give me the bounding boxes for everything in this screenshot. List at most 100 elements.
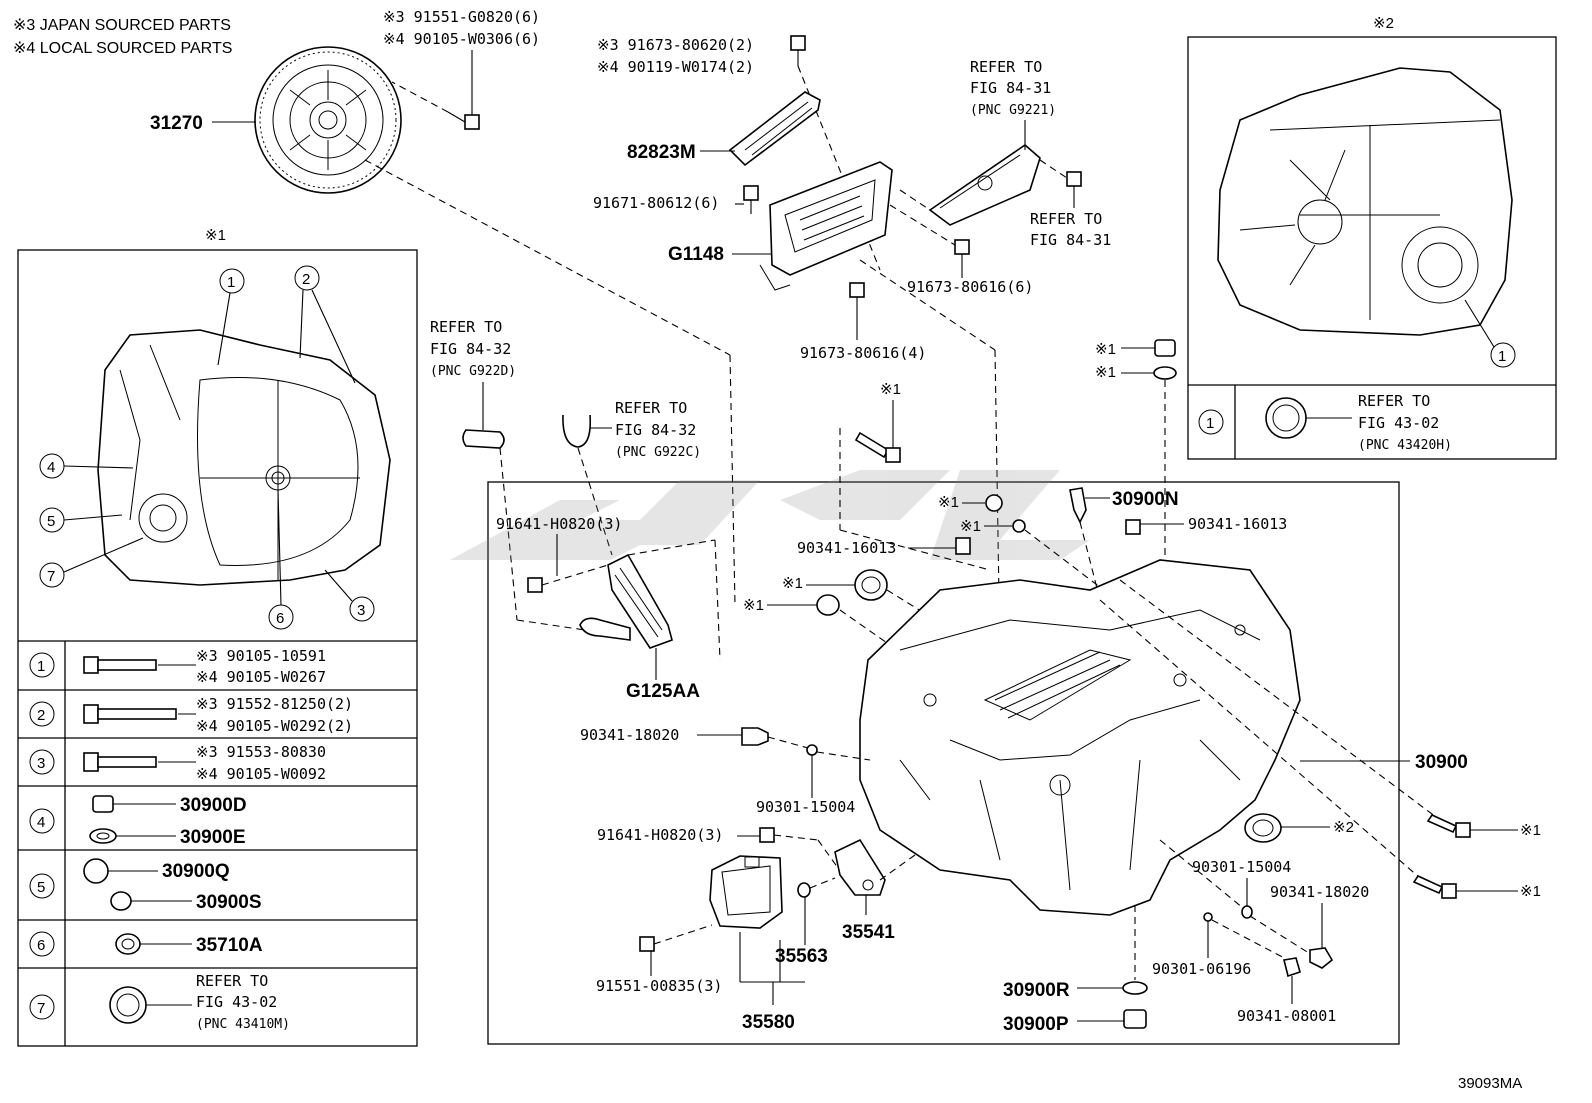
legend-row-3-part-a: ※3 91553-80830 bbox=[196, 743, 326, 761]
callout-2-label: 2 bbox=[302, 271, 310, 288]
transmission-case-rear-view[interactable] bbox=[1217, 67, 1513, 336]
gasket-35563[interactable] bbox=[797, 882, 811, 898]
plug-30900p[interactable] bbox=[1123, 1009, 1147, 1029]
legend-row-7-ref-line1: REFER TO bbox=[196, 972, 268, 990]
label-30900: 30900 bbox=[1415, 752, 1468, 773]
bolt-91641-h0820-a[interactable] bbox=[527, 577, 543, 593]
oil-cooler-g125aa[interactable] bbox=[579, 553, 673, 649]
callout-7[interactable] bbox=[39, 562, 65, 588]
hose-g922d[interactable] bbox=[462, 429, 505, 449]
ecu-g1148[interactable] bbox=[759, 161, 893, 291]
marker-bolt-right-a: ※1 bbox=[1520, 822, 1541, 839]
label-91641-h0820-b: 91641-H0820(3) bbox=[597, 826, 723, 844]
bolt-91551-00835[interactable] bbox=[639, 936, 655, 952]
plug-m1-b[interactable] bbox=[1154, 339, 1176, 357]
plug-90341-18020-b[interactable] bbox=[1309, 947, 1334, 969]
bolt-91671-80612[interactable] bbox=[743, 185, 759, 214]
callout-1-label: 1 bbox=[227, 274, 235, 291]
cover-35580[interactable] bbox=[709, 855, 783, 929]
callout-3-label: 3 bbox=[357, 602, 365, 619]
legend-row-7-num bbox=[29, 994, 55, 1020]
callout-inset-1[interactable] bbox=[1490, 342, 1516, 368]
bolt-91641-h0820-b[interactable] bbox=[759, 827, 775, 843]
label-90341-18020-a: 90341-18020 bbox=[580, 726, 679, 744]
plug-30900q[interactable] bbox=[83, 858, 109, 884]
marker-seal-m2: ※2 bbox=[1333, 819, 1354, 836]
label-90301-06196: 90301-06196 bbox=[1152, 960, 1251, 978]
o-ring-90301-15004-a[interactable] bbox=[806, 744, 818, 756]
ref-fig-43-02-h-line2: FIG 43-02 bbox=[1358, 414, 1439, 432]
hose-g922c[interactable] bbox=[562, 414, 592, 448]
legend-row-1-num bbox=[29, 652, 55, 678]
label-91673-80616-4: 91673-80616(4) bbox=[800, 344, 926, 362]
marker-gasket-b: ※1 bbox=[1095, 364, 1116, 381]
plug-90341-16013-a[interactable] bbox=[955, 537, 971, 555]
bolt-91673-80616-4[interactable] bbox=[849, 282, 865, 298]
bolt-legend-3[interactable] bbox=[83, 752, 157, 772]
callout-5[interactable] bbox=[39, 507, 65, 533]
plug-90341-18020-a[interactable] bbox=[741, 727, 769, 746]
legend-row-7-ref-line2: FIG 43-02 bbox=[196, 993, 277, 1011]
bolt-91551-g0820[interactable] bbox=[447, 111, 480, 130]
ref-fig-84-32-c-line3: (PNC G922C) bbox=[615, 445, 701, 460]
note-japan-sourced: ※3 JAPAN SOURCED PARTS bbox=[13, 17, 231, 34]
callout-1[interactable] bbox=[219, 268, 245, 294]
sensor-30900n[interactable] bbox=[1069, 487, 1087, 524]
gasket-30900e[interactable] bbox=[89, 828, 117, 844]
oil-seal-43420h[interactable] bbox=[1265, 397, 1307, 439]
callout-3[interactable] bbox=[349, 596, 375, 622]
ref-fig-84-31-a-line1: REFER TO bbox=[970, 58, 1042, 76]
callout-6-label: 6 bbox=[276, 610, 284, 627]
inset-box-1 bbox=[17, 249, 418, 1047]
label-91551-g0820: ※3 91551-G0820(6) bbox=[383, 8, 540, 26]
seal-large-m1[interactable] bbox=[854, 569, 888, 601]
legend-row-4-num bbox=[29, 808, 55, 834]
clutch-disc-drawing[interactable] bbox=[254, 46, 402, 194]
oil-seal-m2[interactable] bbox=[1244, 813, 1282, 843]
callout-7-label: 7 bbox=[47, 568, 55, 585]
transmission-case-front-view[interactable] bbox=[97, 329, 391, 586]
bracket-82823m[interactable] bbox=[728, 91, 821, 167]
cover-g9221[interactable] bbox=[928, 143, 1041, 226]
gasket-30900s[interactable] bbox=[110, 891, 132, 911]
gasket-m1-b[interactable] bbox=[1153, 366, 1177, 380]
label-91673-80616-6: 91673-80616(6) bbox=[907, 278, 1033, 296]
label-35541: 35541 bbox=[842, 922, 895, 943]
ring-m1-a[interactable] bbox=[1012, 519, 1026, 533]
legend-row-3-num bbox=[29, 749, 55, 775]
bolt-91673-80616-6[interactable] bbox=[954, 239, 970, 255]
label-90119-w0174: ※4 90119-W0174(2) bbox=[597, 58, 754, 76]
label-91671-80612: 91671-80612(6) bbox=[593, 194, 719, 212]
bolt-m1-right-b[interactable] bbox=[1412, 874, 1457, 899]
o-ring-90301-06196[interactable] bbox=[1203, 912, 1213, 922]
plug-90341-16013-b[interactable] bbox=[1125, 519, 1141, 535]
sensor-35541[interactable] bbox=[834, 838, 886, 896]
bolt-m1-top[interactable] bbox=[854, 431, 901, 463]
bolt-legend-2[interactable] bbox=[83, 704, 177, 724]
o-ring-90301-15004-b[interactable] bbox=[1241, 905, 1253, 919]
callout-4[interactable] bbox=[39, 453, 65, 479]
label-90301-15004-b: 90301-15004 bbox=[1192, 858, 1291, 876]
bolt-m1-right-a[interactable] bbox=[1426, 813, 1471, 838]
legend-row-5-part-b: 30900S bbox=[196, 892, 262, 913]
bolt-legend-1[interactable] bbox=[83, 656, 157, 674]
label-g1148: G1148 bbox=[668, 244, 724, 265]
legend-row-6-num-label: 6 bbox=[37, 937, 45, 954]
plug-m1-a[interactable] bbox=[985, 494, 1003, 512]
callout-inset-1-label: 1 bbox=[1498, 348, 1506, 365]
seal-small-m1[interactable] bbox=[816, 594, 840, 616]
label-g125aa: G125AA bbox=[626, 681, 700, 702]
gasket-30900r[interactable] bbox=[1122, 981, 1148, 995]
seal-35710a[interactable] bbox=[115, 933, 141, 955]
marker-inset-1: ※1 bbox=[205, 227, 226, 244]
plug-30900d[interactable] bbox=[92, 795, 114, 813]
legend-row-3-num-label: 3 bbox=[37, 755, 45, 772]
bolt-ref-84-31[interactable] bbox=[1066, 171, 1082, 187]
oil-seal-43410m[interactable] bbox=[109, 986, 147, 1024]
legend-row-3-part-b: ※4 90105-W0092 bbox=[196, 765, 326, 783]
transmission-assembly-30900[interactable] bbox=[859, 559, 1301, 916]
bolt-91673-80620[interactable] bbox=[790, 35, 806, 66]
plug-90341-08001[interactable] bbox=[1283, 957, 1301, 978]
callout-2[interactable] bbox=[294, 265, 320, 291]
